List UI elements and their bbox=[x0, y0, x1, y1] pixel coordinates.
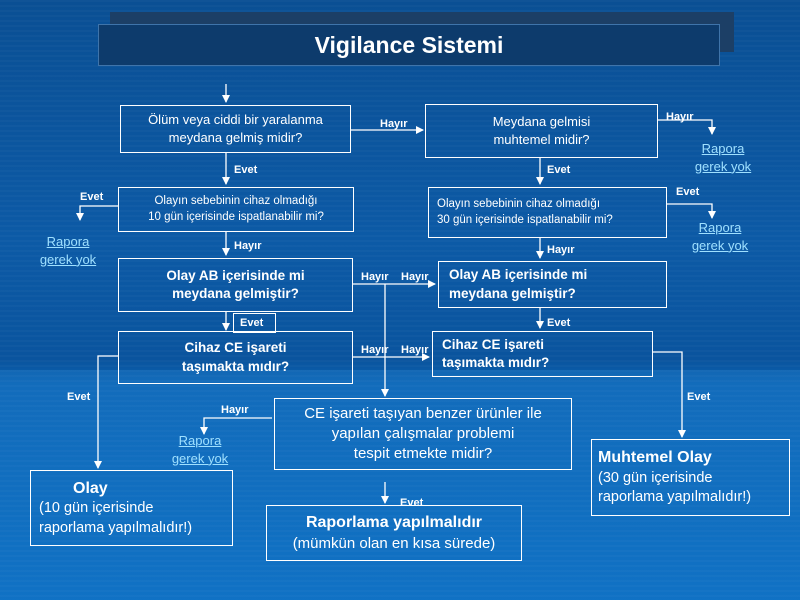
no-report-q4: Rapora gerek yok bbox=[676, 219, 764, 254]
label-q3-no: Hayır bbox=[234, 240, 262, 252]
decision-text-line: 30 gün içerisinde ispatlanabilir mi? bbox=[437, 213, 613, 226]
decision-text-line: Ölüm veya ciddi bir yaralanma bbox=[148, 112, 323, 128]
decision-cause-30days: Olayın sebebinin cihaz olmadığı 30 gün iç… bbox=[428, 187, 667, 238]
decision-text-line: 10 gün içerisinde ispatlanabilir mi? bbox=[148, 210, 324, 223]
decision-text-line: CE işareti taşıyan benzer ürünler ile bbox=[304, 404, 542, 422]
background-band bbox=[0, 370, 800, 600]
label-q8-no: Hayır bbox=[401, 344, 429, 356]
outcome-text-line: (10 gün içerisinde bbox=[39, 500, 154, 517]
arrow-q8-muhtemel bbox=[653, 351, 686, 438]
decision-text-line: meydana gelmiştir? bbox=[172, 286, 299, 301]
label-q7-yes: Evet bbox=[67, 391, 91, 403]
decision-text-line: meydana gelmiştir? bbox=[449, 285, 576, 301]
decision-text-line: taşımakta mıdır? bbox=[442, 355, 550, 370]
arrow-q7-olay bbox=[94, 355, 118, 469]
decision-likely: Meydana gelmisi muhtemel midir? bbox=[425, 104, 658, 158]
no-report-text: gerek yok bbox=[39, 251, 97, 267]
label-q6-yes: Evet bbox=[547, 317, 571, 329]
decision-ce-mark-left: Cihaz CE işareti taşımakta mıdır? bbox=[118, 331, 353, 384]
outcome-title: Olay bbox=[73, 479, 108, 497]
arrow-q3-yes bbox=[76, 205, 118, 221]
decision-text-line: Olay AB içerisinde mi bbox=[449, 267, 588, 283]
label-q5-yes-box: Evet bbox=[233, 313, 276, 333]
no-report-text: Rapora bbox=[698, 220, 742, 235]
decision-in-eu-right: Olay AB içerisinde mi meydana gelmiştir? bbox=[438, 261, 667, 308]
label-q2-yes: Evet bbox=[547, 164, 571, 176]
decision-ce-mark-right: Cihaz CE işareti taşımakta mıdır? bbox=[432, 331, 653, 377]
title-box: Vigilance Sistemi bbox=[98, 24, 720, 66]
no-report-text: Rapora bbox=[701, 141, 745, 156]
label-q1-no: Hayır bbox=[380, 118, 408, 130]
no-report-q9: Rapora gerek yok bbox=[160, 432, 240, 467]
decision-text-line: Olay AB içerisinde mi bbox=[166, 267, 305, 283]
decision-text-line: yapılan çalışmalar problemi bbox=[331, 424, 515, 442]
decision-text-line: muhtemel midir? bbox=[493, 132, 590, 147]
label-q1-yes: Evet bbox=[234, 164, 258, 176]
outcome-text-line: (mümkün olan en kısa sürede) bbox=[292, 534, 496, 552]
outcome-title: Raporlama yapılmalıdır bbox=[305, 514, 483, 532]
no-report-text: gerek yok bbox=[691, 237, 749, 253]
page-title: Vigilance Sistemi bbox=[314, 31, 504, 58]
no-report-text: Rapora bbox=[46, 234, 90, 249]
label-q5-no: Hayır bbox=[361, 271, 389, 283]
label-q7-no: Hayır bbox=[361, 344, 389, 356]
label-q4-yes: Evet bbox=[676, 186, 700, 198]
no-report-text: Rapora bbox=[178, 433, 222, 448]
label-q5-yes: Evet bbox=[240, 317, 264, 329]
outcome-text-line: raporlama yapılmalıdır!) bbox=[598, 489, 752, 506]
label-q9-yes: Evet bbox=[400, 497, 424, 509]
no-report-q2: Rapora gerek yok bbox=[678, 140, 768, 175]
outcome-potential-incident: Muhtemel Olay (30 gün içerisinde raporla… bbox=[591, 439, 790, 516]
arrow-q2-no bbox=[658, 119, 716, 135]
label-q3-yes: Evet bbox=[80, 191, 104, 203]
label-q4-no: Hayır bbox=[547, 244, 575, 256]
decision-text-line: taşımakta mıdır? bbox=[181, 358, 290, 374]
decision-similar-products: CE işareti taşıyan benzer ürünler ile yap… bbox=[274, 398, 572, 470]
outcome-text-line: (30 gün içerisinde bbox=[598, 469, 713, 486]
decision-text-line: meydana gelmiş midir? bbox=[168, 130, 303, 145]
label-q8-yes: Evet bbox=[687, 391, 711, 403]
decision-text-line: Cihaz CE işareti bbox=[184, 340, 287, 356]
decision-text-line: Meydana gelmisi bbox=[492, 114, 591, 130]
title-banner: Vigilance Sistemi bbox=[98, 12, 734, 66]
label-q2-no: Hayır bbox=[666, 111, 694, 123]
no-report-q3: Rapora gerek yok bbox=[28, 233, 108, 268]
label-q9-no: Hayır bbox=[221, 404, 249, 416]
no-report-text: gerek yok bbox=[694, 158, 752, 174]
outcome-text-line: raporlama yapılmalıdır!) bbox=[39, 519, 193, 536]
arrow-q9-no bbox=[200, 417, 272, 435]
outcome-title: Muhtemel Olay bbox=[598, 449, 712, 467]
arrow-q4-yes bbox=[667, 203, 716, 219]
decision-in-eu-left: Olay AB içerisinde mi meydana gelmiştir? bbox=[118, 258, 353, 312]
no-report-text: gerek yok bbox=[171, 450, 229, 466]
label-q6-no: Hayır bbox=[401, 271, 429, 283]
decision-text-line: Cihaz CE işareti bbox=[442, 336, 545, 352]
decision-text-line: Olayın sebebinin cihaz olmadığı bbox=[154, 194, 318, 207]
outcome-reporting-required: Raporlama yapılmalıdır (mümkün olan en k… bbox=[266, 505, 522, 561]
decision-text-line: tespit etmekte midir? bbox=[353, 445, 493, 463]
outcome-incident: Olay (10 gün içerisinde raporlama yapılm… bbox=[30, 470, 233, 546]
decision-death-injury: Ölüm veya ciddi bir yaralanma meydana gel… bbox=[120, 105, 351, 153]
decision-text-line: Olayın sebebinin cihaz olmadığı bbox=[437, 197, 601, 210]
decision-cause-10days: Olayın sebebinin cihaz olmadığı 10 gün iç… bbox=[118, 187, 354, 232]
